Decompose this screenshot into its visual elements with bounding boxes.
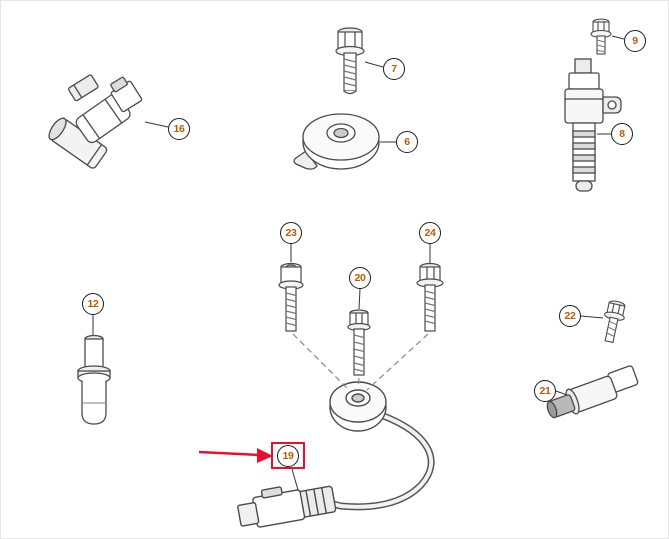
highlight-arrow [198, 448, 273, 463]
part-23-illustration [278, 262, 304, 332]
part-20-illustration [347, 309, 371, 376]
part-19-illustration [237, 381, 435, 528]
part-8-illustration [564, 58, 622, 192]
part-6-illustration [293, 113, 380, 170]
callout-12[interactable]: 12 [82, 293, 104, 315]
callout-7[interactable]: 7 [383, 58, 405, 80]
callout-21[interactable]: 21 [534, 380, 556, 402]
highlight-box-19 [271, 442, 305, 469]
callout-8[interactable]: 8 [611, 123, 633, 145]
callout-9[interactable]: 9 [624, 30, 646, 52]
leader-lines [92, 35, 625, 491]
callout-19[interactable]: 19 [277, 445, 299, 467]
part-9-illustration [590, 18, 612, 55]
callout-6[interactable]: 6 [396, 131, 418, 153]
part-22-illustration [604, 300, 626, 344]
callout-22[interactable]: 22 [559, 305, 581, 327]
part-12-illustration [77, 334, 111, 425]
part-24-illustration [416, 262, 444, 332]
part-16-illustration [48, 74, 143, 169]
part-21-illustration [546, 365, 639, 419]
callout-16[interactable]: 16 [168, 118, 190, 140]
assembly-dashed-lines [292, 333, 429, 391]
highlight-arrow-head [257, 448, 273, 463]
part-7-illustration [335, 27, 365, 95]
highlight-arrow-line [198, 450, 260, 457]
callout-23[interactable]: 23 [280, 222, 302, 244]
callout-24[interactable]: 24 [419, 222, 441, 244]
callout-20[interactable]: 20 [349, 267, 371, 289]
